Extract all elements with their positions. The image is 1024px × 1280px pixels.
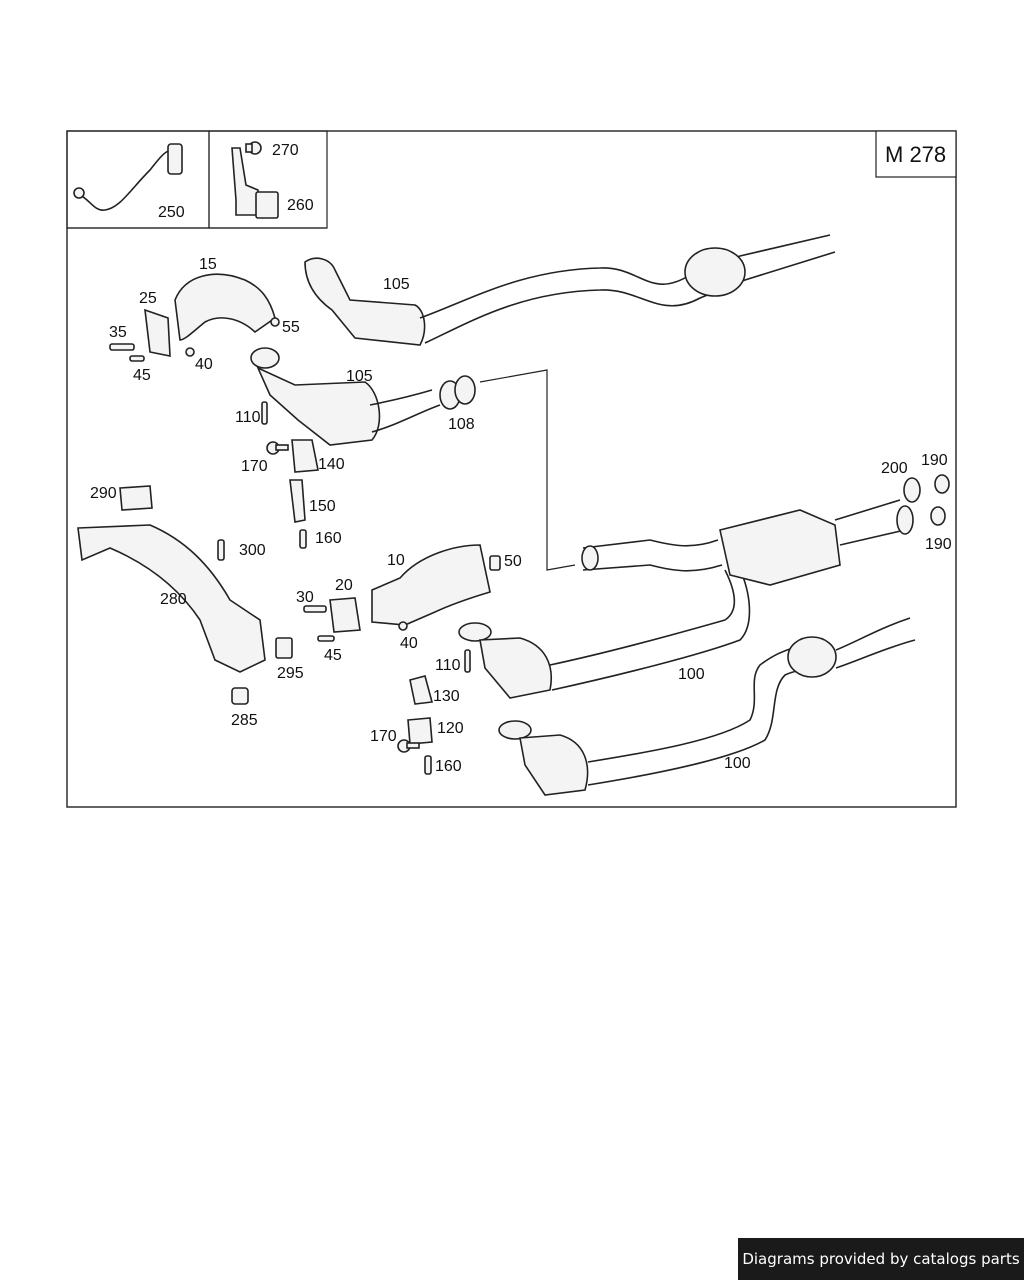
exhaust-manifold-15	[144, 273, 276, 357]
label-250: 250	[158, 204, 185, 221]
label-110-lower: 110	[435, 657, 461, 674]
bracket-130	[409, 675, 434, 705]
label-280: 280	[160, 591, 187, 608]
label-290: 290	[90, 485, 117, 502]
label-130: 130	[433, 688, 460, 705]
bracket-140	[291, 439, 319, 473]
leader-line-108	[479, 369, 576, 571]
gasket-20	[329, 597, 361, 633]
nut-55	[270, 317, 280, 327]
heat-shield-280	[77, 524, 266, 673]
bolt-110-lower	[464, 649, 471, 673]
clamp-200	[903, 477, 921, 503]
label-10: 10	[387, 552, 405, 569]
label-50: 50	[504, 553, 522, 570]
rubber-mount-285	[231, 687, 249, 705]
bolt-35	[109, 343, 135, 351]
bracket-120	[407, 717, 433, 745]
inset-box-oxygen-sensor	[66, 130, 210, 229]
clamp-190-lower	[930, 506, 946, 526]
label-40-lower: 40	[400, 635, 418, 652]
label-190-lower: 190	[925, 536, 952, 553]
label-45-lower: 45	[324, 647, 342, 664]
label-160-upper: 160	[315, 530, 342, 547]
label-270: 270	[272, 142, 299, 159]
stud-45-lower	[317, 635, 335, 642]
bolt-170-lower	[397, 739, 420, 753]
label-170-upper: 170	[241, 458, 268, 475]
catalytic-converter-upper	[304, 234, 836, 346]
bracket-290	[119, 485, 153, 511]
bolt-110-upper	[261, 401, 268, 425]
label-110-upper: 110	[235, 409, 261, 426]
clamp-190-upper	[934, 474, 950, 494]
label-150: 150	[309, 498, 336, 515]
label-15: 15	[199, 256, 217, 273]
catalytic-converter-middle	[250, 347, 441, 446]
label-100-upper: 100	[678, 666, 705, 683]
label-25: 25	[139, 290, 157, 307]
label-190-upper: 190	[921, 452, 948, 469]
front-pipe-100-upper	[458, 569, 751, 699]
diagram-frame	[66, 130, 957, 808]
label-45-upper: 45	[133, 367, 151, 384]
label-35: 35	[109, 324, 127, 341]
rear-muffler-assembly	[581, 499, 914, 586]
bracket-150	[289, 479, 306, 523]
label-300: 300	[239, 542, 266, 559]
bolt-160-upper	[299, 529, 307, 549]
oxygen-sensor	[73, 143, 183, 211]
exhaust-manifold-10	[371, 544, 491, 631]
bracket-assembly	[231, 141, 279, 219]
clamp-108	[439, 375, 476, 410]
label-200: 200	[881, 460, 908, 477]
label-285: 285	[231, 712, 258, 729]
label-105-middle: 105	[346, 368, 373, 385]
model-title: M 278	[885, 142, 946, 167]
stud-45	[129, 355, 145, 362]
label-100-lower: 100	[724, 755, 751, 772]
bolt-160-lower	[424, 755, 432, 775]
front-pipe-100-lower	[498, 617, 916, 796]
bolt-170-upper	[266, 441, 289, 455]
label-295: 295	[277, 665, 304, 682]
label-55: 55	[282, 319, 300, 336]
label-120: 120	[437, 720, 464, 737]
label-108: 108	[448, 416, 475, 433]
label-105-upper: 105	[383, 276, 410, 293]
label-170-lower: 170	[370, 728, 397, 745]
label-260: 260	[287, 197, 314, 214]
label-160-lower: 160	[435, 758, 462, 775]
bolt-300	[217, 539, 225, 561]
label-30: 30	[296, 589, 314, 606]
credit-banner: Diagrams provided by catalogs parts	[738, 1238, 1024, 1280]
clip-50	[489, 555, 501, 571]
label-20: 20	[335, 577, 353, 594]
model-box	[875, 130, 957, 178]
clip-295	[275, 637, 293, 659]
bolt-30	[303, 605, 327, 613]
label-40-upper: 40	[195, 356, 213, 373]
label-140: 140	[318, 456, 345, 473]
